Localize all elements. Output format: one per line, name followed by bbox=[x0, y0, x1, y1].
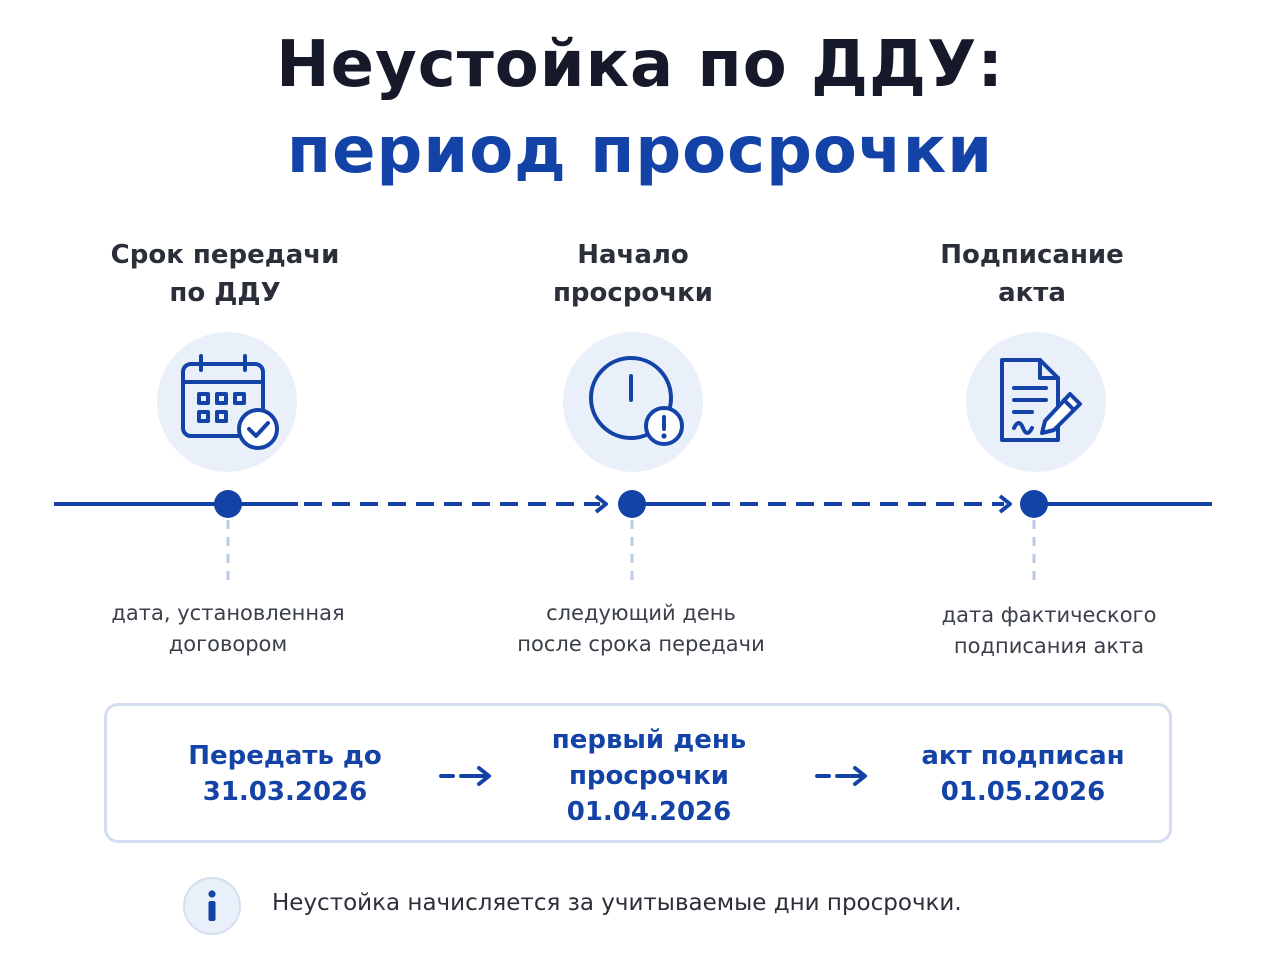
stage-note-line: дата, установленная bbox=[111, 601, 345, 625]
summary-line: акт подписан bbox=[921, 741, 1125, 771]
stage-title-line: акта bbox=[998, 278, 1066, 308]
page-title: Неустойка по ДДУ: bbox=[276, 28, 1004, 102]
timeline-marker bbox=[618, 490, 646, 518]
info-text: Неустойка начисляется за учитываемые дни… bbox=[272, 890, 962, 916]
summary-line: первый день bbox=[551, 725, 747, 755]
stage-note-line: после срока передачи bbox=[517, 632, 765, 656]
stage-note-line: договором bbox=[168, 632, 288, 656]
stage-note-act-signing: дата фактического подписания акта bbox=[869, 600, 1229, 662]
clock-alert-icon bbox=[563, 332, 703, 472]
stage-title-line: Срок передачи bbox=[110, 240, 340, 270]
timeline-marker bbox=[1020, 490, 1048, 518]
timeline bbox=[54, 490, 1212, 588]
summary-line: Передать до bbox=[188, 741, 382, 771]
stage-title-delay-start: Начало просрочки bbox=[463, 236, 803, 312]
stage-title-line: просрочки bbox=[552, 278, 714, 308]
stage-title-line: Подписание bbox=[940, 240, 1124, 270]
summary-line: 01.04.2026 bbox=[566, 797, 732, 827]
stage-note-delivery-deadline: дата, установленная договором bbox=[48, 598, 408, 660]
stage-note-line: дата фактического bbox=[941, 603, 1157, 627]
timeline-arrowhead bbox=[998, 494, 1012, 514]
stage-title-act-signing: Подписание акта bbox=[862, 236, 1202, 312]
summary-first-delay-day: первый день просрочки 01.04.2026 bbox=[517, 722, 781, 830]
document-sign-icon bbox=[966, 332, 1106, 472]
dashed-arrow-right-icon bbox=[439, 766, 491, 786]
summary-line: 31.03.2026 bbox=[202, 777, 368, 807]
stage-title-line: по ДДУ bbox=[169, 278, 281, 308]
summary-deadline: Передать до 31.03.2026 bbox=[157, 738, 413, 810]
summary-line: 01.05.2026 bbox=[940, 777, 1106, 807]
stage-note-line: подписания акта bbox=[953, 634, 1145, 658]
info-icon bbox=[183, 877, 241, 935]
summary-line: просрочки bbox=[568, 761, 730, 791]
summary-box: Передать до 31.03.2026 первый день проср… bbox=[104, 703, 1172, 843]
timeline-marker bbox=[214, 490, 242, 518]
stage-note-delay-start: следующий день после срока передачи bbox=[461, 598, 821, 660]
stage-title-line: Начало bbox=[577, 240, 689, 270]
stage-title-delivery-deadline: Срок передачи по ДДУ bbox=[55, 236, 395, 312]
page-subtitle: период просрочки bbox=[286, 114, 994, 188]
timeline-arrowhead bbox=[594, 494, 608, 514]
calendar-check-icon bbox=[157, 332, 297, 472]
summary-act-signed: акт подписан 01.05.2026 bbox=[895, 738, 1151, 810]
dashed-arrow-right-icon bbox=[815, 766, 867, 786]
stage-note-line: следующий день bbox=[546, 601, 736, 625]
